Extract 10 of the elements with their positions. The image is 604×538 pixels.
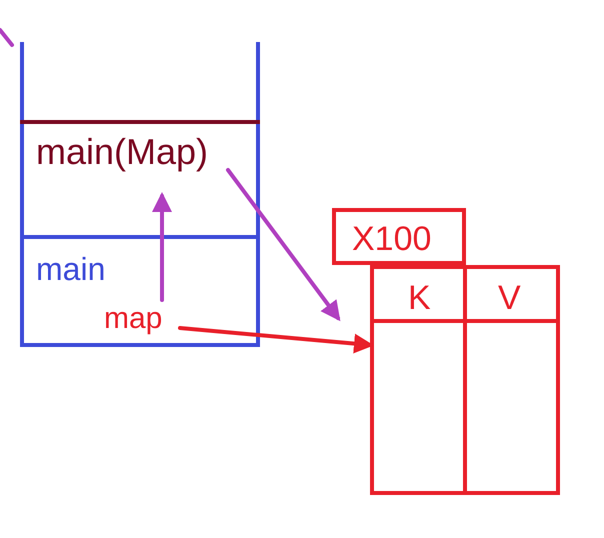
table-tab (332, 208, 466, 265)
frame-name: main(Map) (36, 134, 208, 170)
table-name: X100 (352, 222, 432, 256)
call-stack-box (20, 42, 260, 347)
arrow (152, 192, 172, 302)
arrow (226, 168, 340, 322)
frame-name: main (36, 253, 106, 285)
column-header: K (408, 281, 431, 315)
variable-name: map (104, 304, 162, 334)
column-header: V (498, 281, 521, 315)
